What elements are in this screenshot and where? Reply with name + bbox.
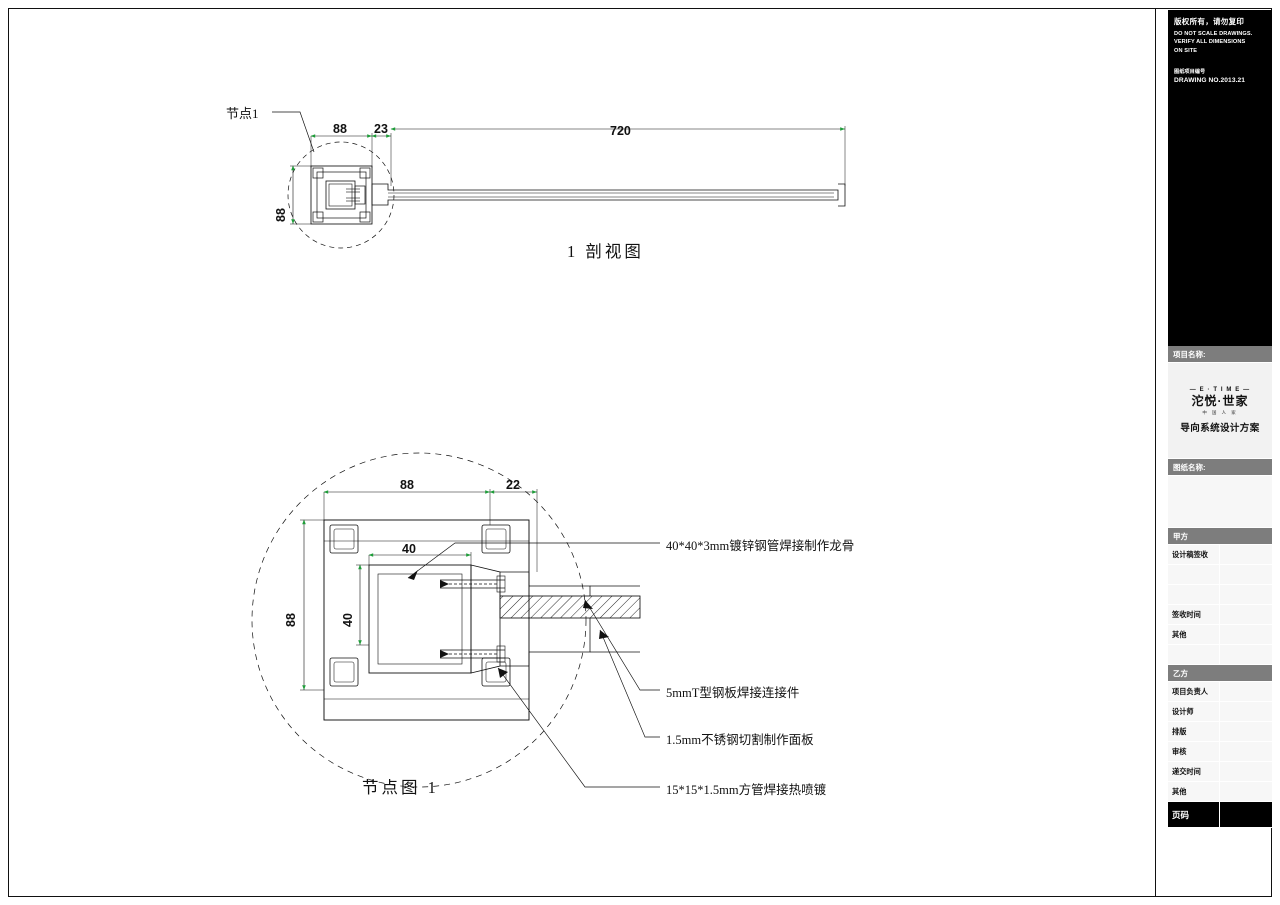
section-leader-label: 节点1 <box>226 106 259 121</box>
dim-section-gap-23: 23 <box>374 122 388 136</box>
table-row <box>1168 565 1272 585</box>
party-b-row-label: 设计师 <box>1168 702 1220 721</box>
party-b-row-value[interactable] <box>1220 742 1272 761</box>
party-b-row-label: 项目负责人 <box>1168 682 1220 701</box>
table-row <box>1168 585 1272 605</box>
party-a-row-value[interactable] <box>1220 585 1272 604</box>
sheet-border <box>8 8 1272 897</box>
party-b-header: 乙方 <box>1168 665 1272 682</box>
party-a-row-value[interactable] <box>1220 645 1272 664</box>
table-row: 其他 <box>1168 782 1272 802</box>
party-b-row-label: 递交时间 <box>1168 762 1220 781</box>
party-b-table: 项目负责人设计师排版审核递交时间其他 <box>1168 682 1272 802</box>
table-row <box>1168 645 1272 665</box>
dim-section-length-720: 720 <box>610 124 631 138</box>
copyright-en-text: DO NOT SCALE DRAWINGS.VERIFY ALL DIMENSI… <box>1174 30 1253 54</box>
drawing-name-header: 图纸名称: <box>1168 459 1272 476</box>
drawing-no-cn-label: 图纸项目编号 <box>1174 68 1206 75</box>
logo-brand-cn: 沱悦·世家 <box>1191 394 1249 409</box>
party-b-row-value[interactable] <box>1220 762 1272 781</box>
party-a-table: 设计稿签收签收时间其他 <box>1168 545 1272 665</box>
detail-view-title: 节点图 1 <box>362 778 439 797</box>
party-b-row-value[interactable] <box>1220 702 1272 721</box>
table-row: 排版 <box>1168 722 1272 742</box>
dim-section-width-88: 88 <box>333 122 347 136</box>
table-row: 其他 <box>1168 625 1272 645</box>
logo-plan-text: 导向系统设计方案 <box>1180 422 1260 434</box>
logo-brand-sub: 中 国 人 家 <box>1202 409 1238 415</box>
section-view-title: 1 剖视图 <box>567 242 644 261</box>
copyright-cn-text: 版权所有，请勿复印 <box>1174 17 1245 26</box>
project-name-header: 项目名称: <box>1168 346 1272 363</box>
party-a-row-label: 签收时间 <box>1168 605 1220 624</box>
annotation-keel: 40*40*3mm镀锌钢管焊接制作龙骨 <box>666 539 855 553</box>
page-number-label: 页码 <box>1168 802 1220 827</box>
dim-detail-inner-40-v: 40 <box>341 613 355 627</box>
party-a-row-value[interactable] <box>1220 625 1272 644</box>
party-b-row-value[interactable] <box>1220 782 1272 801</box>
page-number-value[interactable] <box>1220 802 1272 827</box>
party-a-row-label <box>1168 645 1220 664</box>
table-row: 项目负责人 <box>1168 682 1272 702</box>
page-number-row: 页码 <box>1168 802 1272 828</box>
party-a-row-value[interactable] <box>1220 605 1272 624</box>
table-row: 签收时间 <box>1168 605 1272 625</box>
party-a-row-label: 设计稿签收 <box>1168 545 1220 564</box>
logo-brand-en: — E · T I M E — <box>1189 387 1251 394</box>
table-row: 设计稿签收 <box>1168 545 1272 565</box>
party-a-row-label: 其他 <box>1168 625 1220 644</box>
annotation-t-plate: 5mmT型钢板焊接连接件 <box>666 686 800 700</box>
dim-detail-outer-88: 88 <box>400 478 414 492</box>
party-a-row-value[interactable] <box>1220 565 1272 584</box>
party-b-row-label: 其他 <box>1168 782 1220 801</box>
party-b-row-value[interactable] <box>1220 682 1272 701</box>
party-a-row-label <box>1168 585 1220 604</box>
title-block: 版权所有，请勿复印 DO NOT SCALE DRAWINGS.VERIFY A… <box>1168 10 1272 886</box>
party-b-row-label: 审核 <box>1168 742 1220 761</box>
cad-drawing-area <box>251 111 846 788</box>
copyright-block: 版权所有，请勿复印 DO NOT SCALE DRAWINGS.VERIFY A… <box>1168 10 1272 346</box>
drawing-name-value[interactable] <box>1168 476 1272 528</box>
party-a-header: 甲方 <box>1168 528 1272 545</box>
table-row: 设计师 <box>1168 702 1272 722</box>
party-a-row-value[interactable] <box>1220 545 1272 564</box>
dim-section-height-88: 88 <box>274 208 288 222</box>
dim-detail-left-88: 88 <box>284 613 298 627</box>
dim-detail-right-22: 22 <box>506 478 520 492</box>
table-row: 审核 <box>1168 742 1272 762</box>
dim-detail-inner-40-h: 40 <box>402 542 416 556</box>
titleblock-divider <box>1155 8 1156 897</box>
party-a-row-label <box>1168 565 1220 584</box>
annotation-square-tube: 15*15*1.5mm方管焊接热喷镀 <box>666 783 827 797</box>
table-row: 递交时间 <box>1168 762 1272 782</box>
party-b-row-value[interactable] <box>1220 722 1272 741</box>
project-logo: — E · T I M E — 沱悦·世家 中 国 人 家 导向系统设计方案 <box>1168 363 1272 459</box>
party-b-row-label: 排版 <box>1168 722 1220 741</box>
drawing-no-value: DRAWING NO.2013.21 <box>1174 77 1246 85</box>
annotation-panel: 1.5mm不锈钢切割制作面板 <box>666 733 814 747</box>
